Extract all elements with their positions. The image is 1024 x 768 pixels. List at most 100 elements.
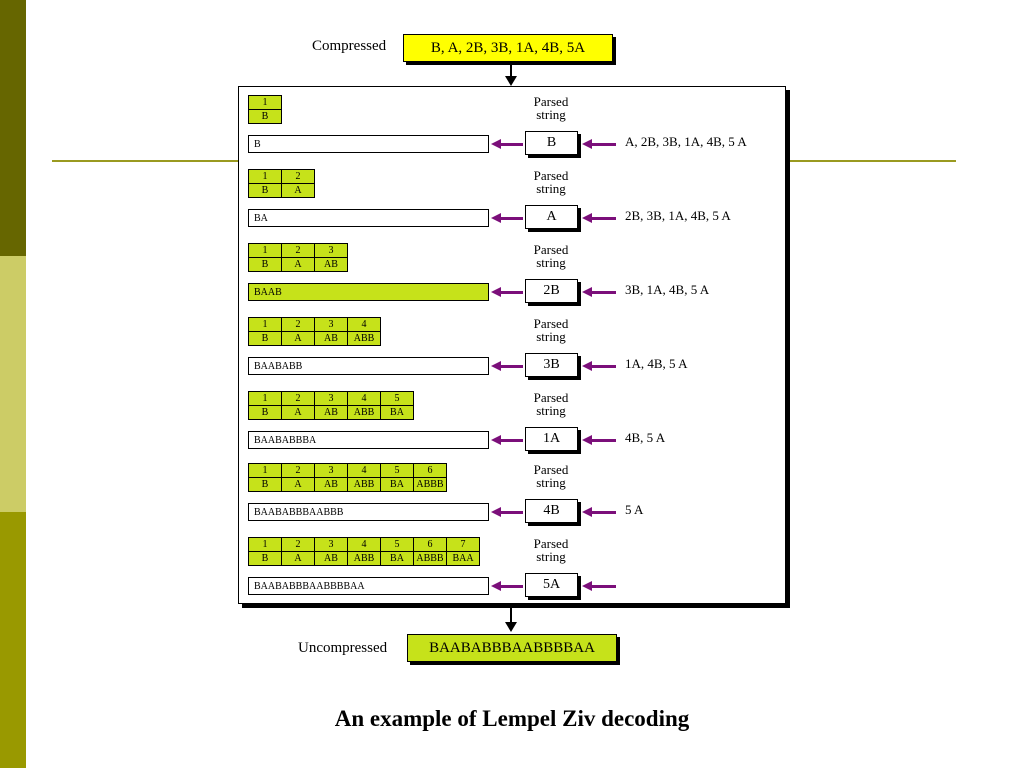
dictionary-string: A: [294, 333, 302, 344]
parsed-label-line: string: [536, 107, 566, 122]
dictionary-index: 4: [348, 464, 380, 478]
dictionary-string: ABBB: [416, 553, 444, 564]
dictionary-index: 7: [447, 538, 479, 552]
input-arrow-head: [582, 581, 592, 591]
dictionary-string: BA: [390, 553, 404, 564]
parsed-label-line: Parsed: [533, 536, 569, 551]
output-arrow-line: [499, 511, 523, 514]
parsed-label-line: Parsed: [533, 242, 569, 257]
parsed-code-box: 4B: [525, 499, 578, 523]
dictionary-string: B: [261, 333, 269, 344]
dictionary-string: A: [294, 553, 302, 564]
remaining-codes: A, 2B, 3B, 1A, 4B, 5 A: [625, 134, 747, 149]
output-arrow-head: [491, 361, 501, 371]
dictionary-index: 3: [315, 464, 347, 478]
dictionary-string: B: [261, 479, 269, 490]
dictionary-string: ABB: [353, 407, 375, 418]
parsed-label-line: Parsed: [533, 94, 569, 109]
dictionary-string: A: [294, 185, 302, 196]
dictionary-string: AB: [324, 479, 338, 490]
output-arrow-head: [491, 581, 501, 591]
dictionary-index: 1: [249, 244, 281, 258]
output-arrow-line: [499, 365, 523, 368]
sidebar-dark-segment: [0, 0, 26, 256]
dictionary-string: BAA: [452, 553, 474, 564]
slide-caption: An example of Lempel Ziv decoding: [334, 706, 690, 731]
input-arrow-line: [590, 511, 616, 514]
dictionary-index: 2: [282, 464, 314, 478]
dictionary-index: 3: [315, 244, 347, 258]
dictionary-string: B: [261, 111, 269, 122]
remaining-codes: 3B, 1A, 4B, 5 A: [625, 282, 710, 297]
output-arrow-head: [491, 507, 501, 517]
decoded-output-bar: BA: [248, 209, 489, 227]
sidebar-mid-segment: [0, 512, 26, 768]
remaining-codes: 2B, 3B, 1A, 4B, 5 A: [625, 208, 731, 223]
parsed-label-line: string: [536, 329, 566, 344]
dictionary-index: 5: [381, 392, 413, 406]
parsed-code-box: A: [525, 205, 578, 229]
output-arrow-line: [499, 217, 523, 220]
input-arrow-head: [582, 213, 592, 223]
top-connector-arrow: [505, 76, 517, 86]
remaining-codes: 4B, 5 A: [625, 430, 666, 445]
dictionary-index: 1: [249, 392, 281, 406]
parsed-code-box: 3B: [525, 353, 578, 377]
dictionary-string: B: [261, 185, 269, 196]
output-arrow-head: [491, 213, 501, 223]
dictionary-index: 2: [282, 318, 314, 332]
parsed-label-line: Parsed: [533, 316, 569, 331]
dictionary-string: AB: [324, 259, 338, 270]
remaining-codes: 5 A: [625, 502, 644, 517]
dictionary-string: ABB: [353, 553, 375, 564]
output-arrow-line: [499, 439, 523, 442]
parsed-label-line: string: [536, 403, 566, 418]
dictionary-string: AB: [324, 333, 338, 344]
input-arrow-line: [590, 439, 616, 442]
decoded-output-bar: BAABABBBA: [248, 431, 489, 449]
dictionary-index: 2: [282, 170, 314, 184]
input-arrow-head: [582, 435, 592, 445]
dictionary-index: 4: [348, 392, 380, 406]
input-arrow-line: [590, 585, 616, 588]
output-arrow-line: [499, 585, 523, 588]
input-arrow-line: [590, 217, 616, 220]
decoded-output-bar: BAABABBBAABBB: [248, 503, 489, 521]
dictionary-index: 1: [249, 170, 281, 184]
dictionary-index: 4: [348, 538, 380, 552]
decoded-output-bar: BAABABB: [248, 357, 489, 375]
sidebar-light-segment: [0, 256, 26, 512]
output-arrow-head: [491, 139, 501, 149]
dictionary-string: BA: [390, 479, 404, 490]
remaining-codes: 1A, 4B, 5 A: [625, 356, 688, 371]
input-arrow-line: [590, 291, 616, 294]
bottom-connector-arrow: [505, 622, 517, 632]
dictionary-string: B: [261, 553, 269, 564]
